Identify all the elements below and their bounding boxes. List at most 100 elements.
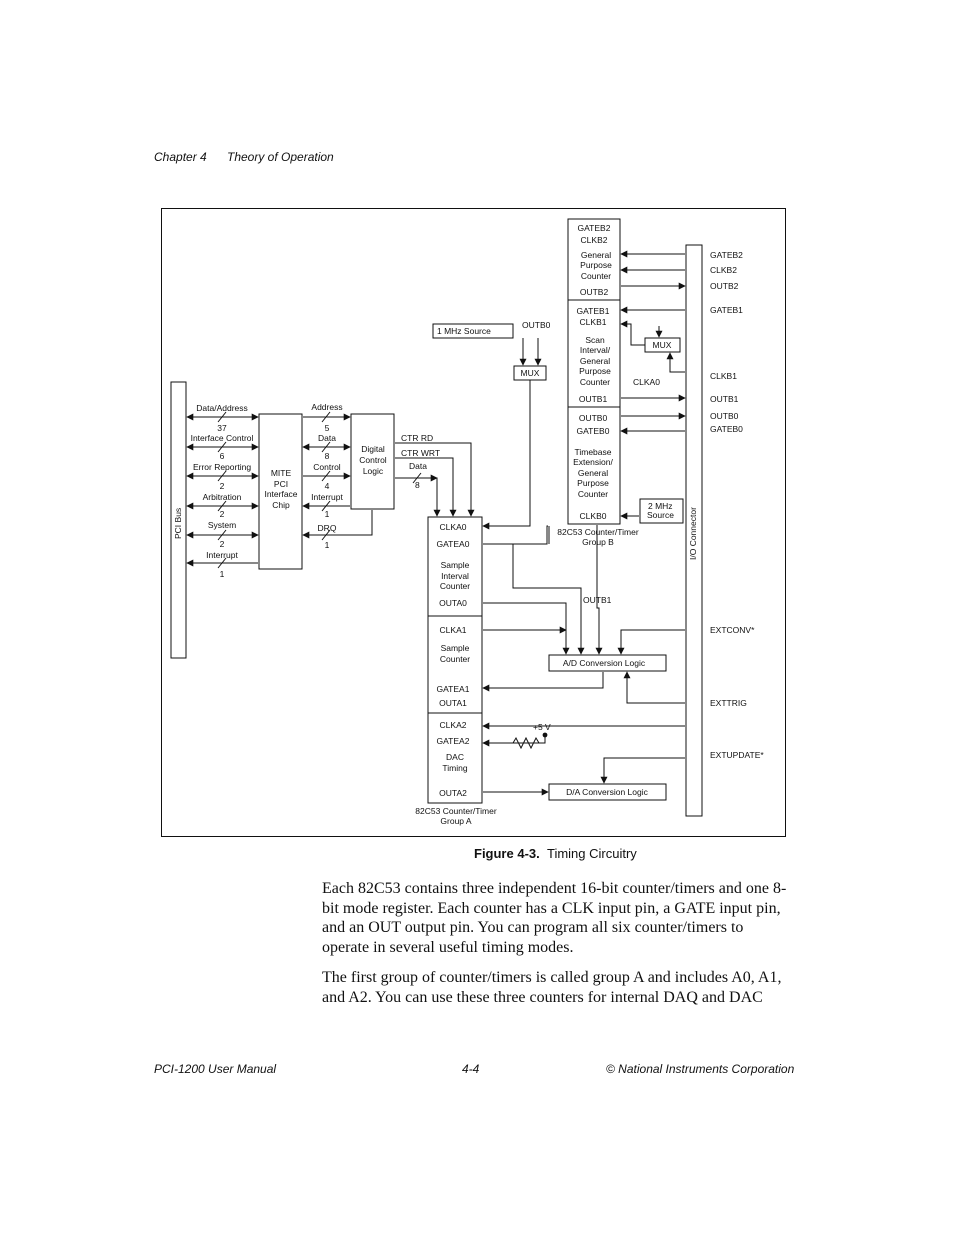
svg-text:OUTA1: OUTA1 xyxy=(439,698,467,708)
svg-text:GATEA0: GATEA0 xyxy=(437,539,470,549)
footer-left: PCI-1200 User Manual xyxy=(154,1062,277,1076)
svg-text:37: 37 xyxy=(217,423,227,433)
svg-text:1: 1 xyxy=(325,509,330,519)
svg-text:GATEB2: GATEB2 xyxy=(710,250,743,260)
header-section: Theory of Operation xyxy=(227,150,334,164)
svg-text:Group A: Group A xyxy=(440,816,472,826)
svg-text:2: 2 xyxy=(220,481,225,491)
pci-bus-box xyxy=(170,381,187,659)
svg-text:GATEB1: GATEB1 xyxy=(710,305,743,315)
svg-text:2: 2 xyxy=(220,509,225,519)
svg-text:Purpose: Purpose xyxy=(577,478,609,488)
svg-text:PCI: PCI xyxy=(274,479,288,489)
svg-text:Source: Source xyxy=(647,510,674,520)
dcl-label: Digital xyxy=(361,444,385,454)
svg-text:Interrupt: Interrupt xyxy=(206,550,238,560)
svg-text:Counter: Counter xyxy=(440,581,470,591)
paragraph-1: Each 82C53 contains three independent 16… xyxy=(322,880,787,956)
svg-text:+5 V: +5 V xyxy=(533,722,551,732)
svg-text:OUTB0: OUTB0 xyxy=(579,413,608,423)
svg-text:Interface: Interface xyxy=(264,489,297,499)
diagram-labels: PCI Bus MITE PCI Interface Chip Digital … xyxy=(173,223,764,826)
svg-text:Timebase: Timebase xyxy=(574,447,611,457)
svg-text:4: 4 xyxy=(325,481,330,491)
pci-bus-label: PCI Bus xyxy=(173,508,183,539)
svg-text:OUTB0: OUTB0 xyxy=(710,411,739,421)
header-chapter: Chapter 4 xyxy=(154,150,207,164)
figure-title: Timing Circuitry xyxy=(546,846,637,861)
two-mhz-box xyxy=(639,498,684,524)
svg-text:Data/Address: Data/Address xyxy=(196,403,248,413)
figure-frame xyxy=(161,208,786,837)
svg-text:GATEB0: GATEB0 xyxy=(710,424,743,434)
svg-text:DRQ: DRQ xyxy=(318,523,337,533)
svg-text:EXTUPDATE*: EXTUPDATE* xyxy=(710,750,764,760)
svg-text:5: 5 xyxy=(325,423,330,433)
figure-caption: Figure 4-3. Timing Circuitry xyxy=(474,846,637,861)
svg-text:Sample: Sample xyxy=(441,560,470,570)
svg-text:CLKA1: CLKA1 xyxy=(440,625,467,635)
svg-text:CLKB0: CLKB0 xyxy=(580,511,607,521)
svg-text:OUTA0: OUTA0 xyxy=(439,598,467,608)
svg-text:OUTB1: OUTB1 xyxy=(710,394,739,404)
svg-text:Purpose: Purpose xyxy=(579,366,611,376)
ad-logic-label: A/D Conversion Logic xyxy=(563,658,646,668)
svg-text:GATEB1: GATEB1 xyxy=(577,306,610,316)
svg-text:CLKA2: CLKA2 xyxy=(440,720,467,730)
svg-text:Control: Control xyxy=(359,455,387,465)
svg-text:Control: Control xyxy=(313,462,341,472)
svg-text:Extension/: Extension/ xyxy=(573,457,613,467)
mux-left-label: MUX xyxy=(521,368,540,378)
svg-text:OUTB2: OUTB2 xyxy=(580,287,609,297)
svg-text:Data: Data xyxy=(409,461,427,471)
svg-text:Purpose: Purpose xyxy=(580,260,612,270)
svg-text:OUTB1: OUTB1 xyxy=(583,595,612,605)
group-b-caption: 82C53 Counter/Timer xyxy=(557,527,639,537)
mux-right-label: MUX xyxy=(653,340,672,350)
svg-text:1: 1 xyxy=(325,540,330,550)
group-a-caption: 82C53 Counter/Timer xyxy=(415,806,497,816)
svg-text:OUTB0: OUTB0 xyxy=(522,320,551,330)
da-logic-box xyxy=(548,783,667,801)
ad-logic-box xyxy=(548,654,667,672)
svg-text:CLKA0: CLKA0 xyxy=(633,377,660,387)
svg-text:Address: Address xyxy=(311,402,342,412)
svg-text:General: General xyxy=(578,468,608,478)
group-b-box xyxy=(567,218,621,525)
da-logic-label: D/A Conversion Logic xyxy=(566,787,648,797)
mite-box xyxy=(258,413,303,570)
svg-text:1: 1 xyxy=(220,569,225,579)
svg-text:Data: Data xyxy=(318,433,336,443)
svg-text:General: General xyxy=(580,356,610,366)
svg-text:OUTB2: OUTB2 xyxy=(710,281,739,291)
svg-text:6: 6 xyxy=(220,451,225,461)
io-connector-box xyxy=(685,244,703,817)
svg-text:Interval: Interval xyxy=(441,571,469,581)
svg-text:Arbitration: Arbitration xyxy=(203,492,242,502)
group-a-box xyxy=(427,516,483,804)
figure-number: Figure 4-3. xyxy=(474,846,540,861)
svg-text:Logic: Logic xyxy=(363,466,384,476)
svg-text:GATEB0: GATEB0 xyxy=(577,426,610,436)
svg-text:Interrupt: Interrupt xyxy=(311,492,343,502)
mite-label: MITE xyxy=(271,468,292,478)
io-connector-label: I/O Connector xyxy=(688,507,698,560)
svg-text:Error Reporting: Error Reporting xyxy=(193,462,251,472)
svg-text:Scan: Scan xyxy=(585,335,605,345)
one-mhz-box xyxy=(432,323,514,339)
svg-text:Counter: Counter xyxy=(581,271,611,281)
svg-text:CLKB2: CLKB2 xyxy=(710,265,737,275)
svg-text:CLKB2: CLKB2 xyxy=(581,235,608,245)
svg-text:Timing: Timing xyxy=(442,763,467,773)
svg-text:GATEB2: GATEB2 xyxy=(578,223,611,233)
svg-text:8: 8 xyxy=(325,451,330,461)
svg-text:EXTTRIG: EXTTRIG xyxy=(710,698,747,708)
svg-text:Chip: Chip xyxy=(272,500,290,510)
svg-text:2: 2 xyxy=(220,539,225,549)
dcl-box xyxy=(350,413,395,510)
svg-text:8: 8 xyxy=(415,480,420,490)
svg-text:Sample: Sample xyxy=(441,643,470,653)
footer-page-number: 4-4 xyxy=(462,1062,480,1076)
svg-text:System: System xyxy=(208,520,236,530)
svg-text:CLKA0: CLKA0 xyxy=(440,522,467,532)
